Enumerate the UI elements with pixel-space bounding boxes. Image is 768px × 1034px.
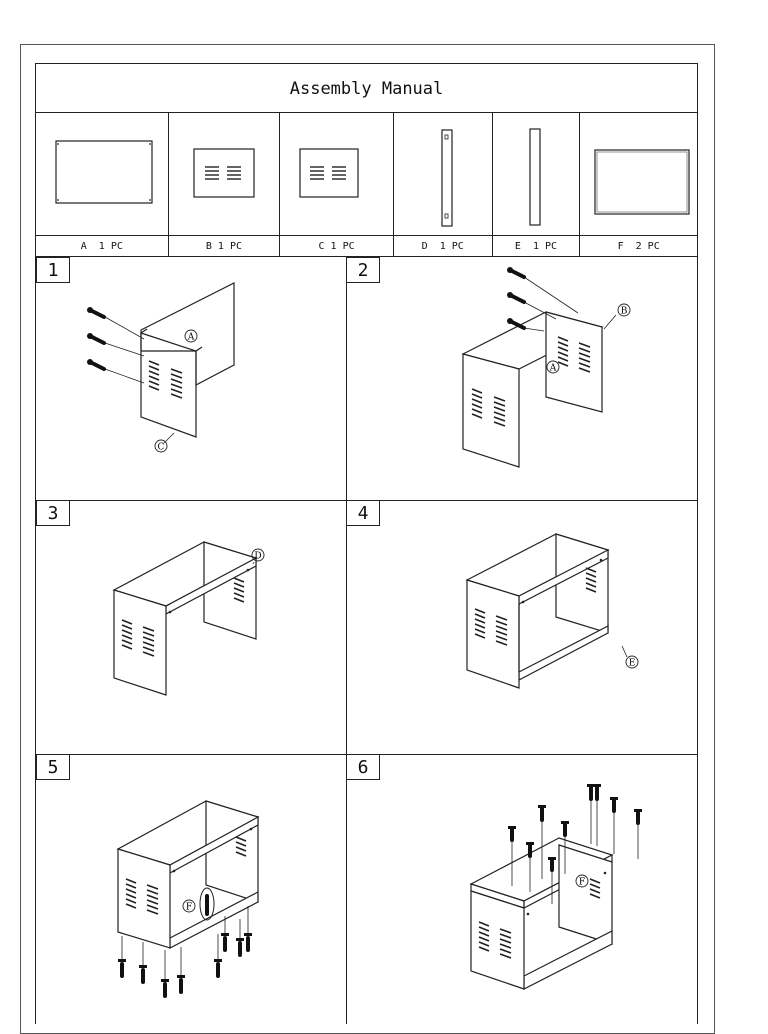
part-f: F 2 PC <box>580 113 697 256</box>
parts-table: A 1 PC B 1 PC C 1 PC D 1 PC <box>35 112 698 257</box>
part-f-label: F 2 PC <box>580 235 697 256</box>
step-3-diagram: D <box>112 541 265 696</box>
part-f-panel-icon <box>594 149 690 215</box>
step-4-diagram: E <box>465 533 639 689</box>
part-e: E 1 PC <box>492 113 581 256</box>
part-b-vented-panel-icon <box>192 148 255 198</box>
step-1-callout-c: C <box>158 443 165 453</box>
step-4-number: 4 <box>346 500 380 526</box>
step-6-diagram: F <box>469 784 642 990</box>
step-2-callout-a: A <box>549 364 557 374</box>
steps-grid: 1 A <box>35 257 698 1024</box>
step-6-callout-f: F <box>579 878 585 888</box>
step-2-diagram: B A <box>461 267 631 468</box>
step-4-callout-e: E <box>629 659 636 669</box>
step-3: 3 D <box>36 500 346 754</box>
step-5-callout-f: F <box>186 903 192 913</box>
step-6-number: 6 <box>346 754 380 780</box>
step-2-number: 2 <box>346 257 380 283</box>
part-d-label: D 1 PC <box>393 235 492 256</box>
part-c-label: C 1 PC <box>280 235 393 256</box>
part-a: A 1 PC <box>36 113 169 256</box>
step-5-diagram: F <box>116 800 260 998</box>
step-2: 2 B <box>346 257 697 500</box>
step-2-callout-b: B <box>621 307 628 317</box>
part-c: C 1 PC <box>280 113 394 256</box>
step-5-number: 5 <box>36 754 70 780</box>
part-c-vented-panel-icon <box>299 148 359 198</box>
part-b-label: B 1 PC <box>168 235 280 256</box>
part-e-rail-icon <box>529 128 541 226</box>
grid-divider-vertical <box>346 257 347 1024</box>
part-a-label: A 1 PC <box>36 235 168 256</box>
part-a-panel-icon <box>55 140 153 204</box>
step-5: 5 F <box>36 754 346 1024</box>
part-d: D 1 PC <box>393 113 493 256</box>
step-1-callout-a: A <box>187 333 195 343</box>
step-3-number: 3 <box>36 500 70 526</box>
part-e-label: E 1 PC <box>492 235 580 256</box>
step-1-diagram: A C <box>87 282 235 453</box>
step-3-callout-d: D <box>254 552 261 562</box>
step-4: 4 E <box>346 500 697 754</box>
manual-title-text: Assembly Manual <box>289 78 444 99</box>
step-6: 6 F <box>346 754 697 1024</box>
step-1-number: 1 <box>36 257 70 283</box>
step-1: 1 A <box>36 257 346 500</box>
manual-title: Assembly Manual <box>35 63 698 113</box>
part-d-rail-icon <box>441 129 453 227</box>
part-b: B 1 PC <box>168 113 281 256</box>
